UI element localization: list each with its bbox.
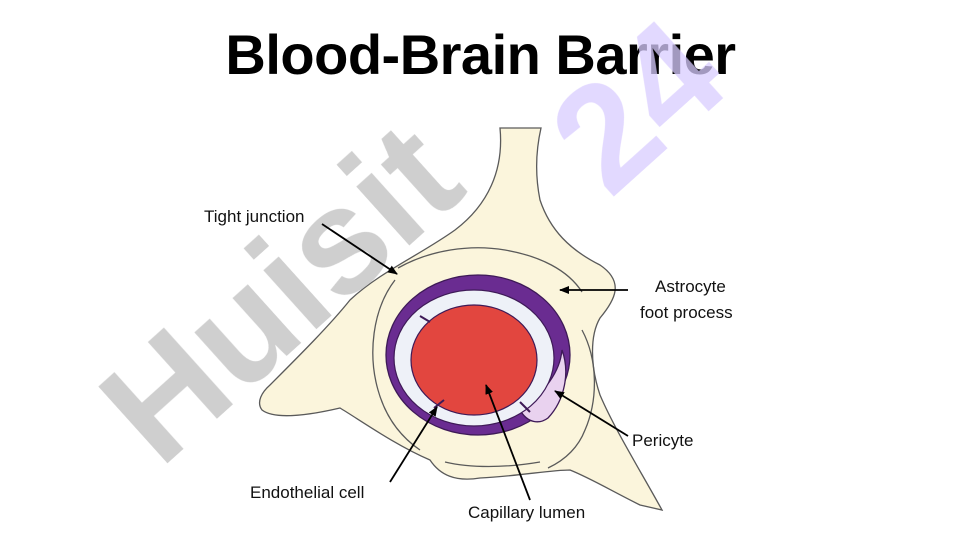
arrow-pericyte: [554, 390, 629, 437]
label-endothelial-cell: Endothelial cell: [250, 483, 364, 502]
astrocyte-process-boundary-right: [547, 329, 596, 469]
astrocyte-process-boundary-left: [372, 279, 421, 451]
label-pericyte: Pericyte: [632, 431, 693, 450]
page-title: Blood-Brain Barrier: [225, 23, 736, 86]
astrocyte-process-boundary-upper: [397, 247, 583, 293]
arrow-endothelial: [389, 406, 438, 483]
label-astrocyte-line1: Astrocyte: [655, 277, 726, 296]
astrocyte-process-boundary-lower: [444, 461, 541, 468]
label-capillary-lumen: Capillary lumen: [468, 503, 585, 522]
tight-junction-mark-1: [419, 315, 431, 323]
label-astrocyte-line2: foot process: [640, 303, 733, 322]
arrow-tight-junction: [321, 223, 398, 275]
capillary-lumen: [410, 304, 538, 416]
arrow-capillary-lumen: [485, 384, 531, 501]
tight-junction-mark-2: [519, 401, 531, 413]
watermark-purple-text: 24: [519, 0, 755, 224]
label-tight-junction: Tight junction: [204, 207, 304, 226]
